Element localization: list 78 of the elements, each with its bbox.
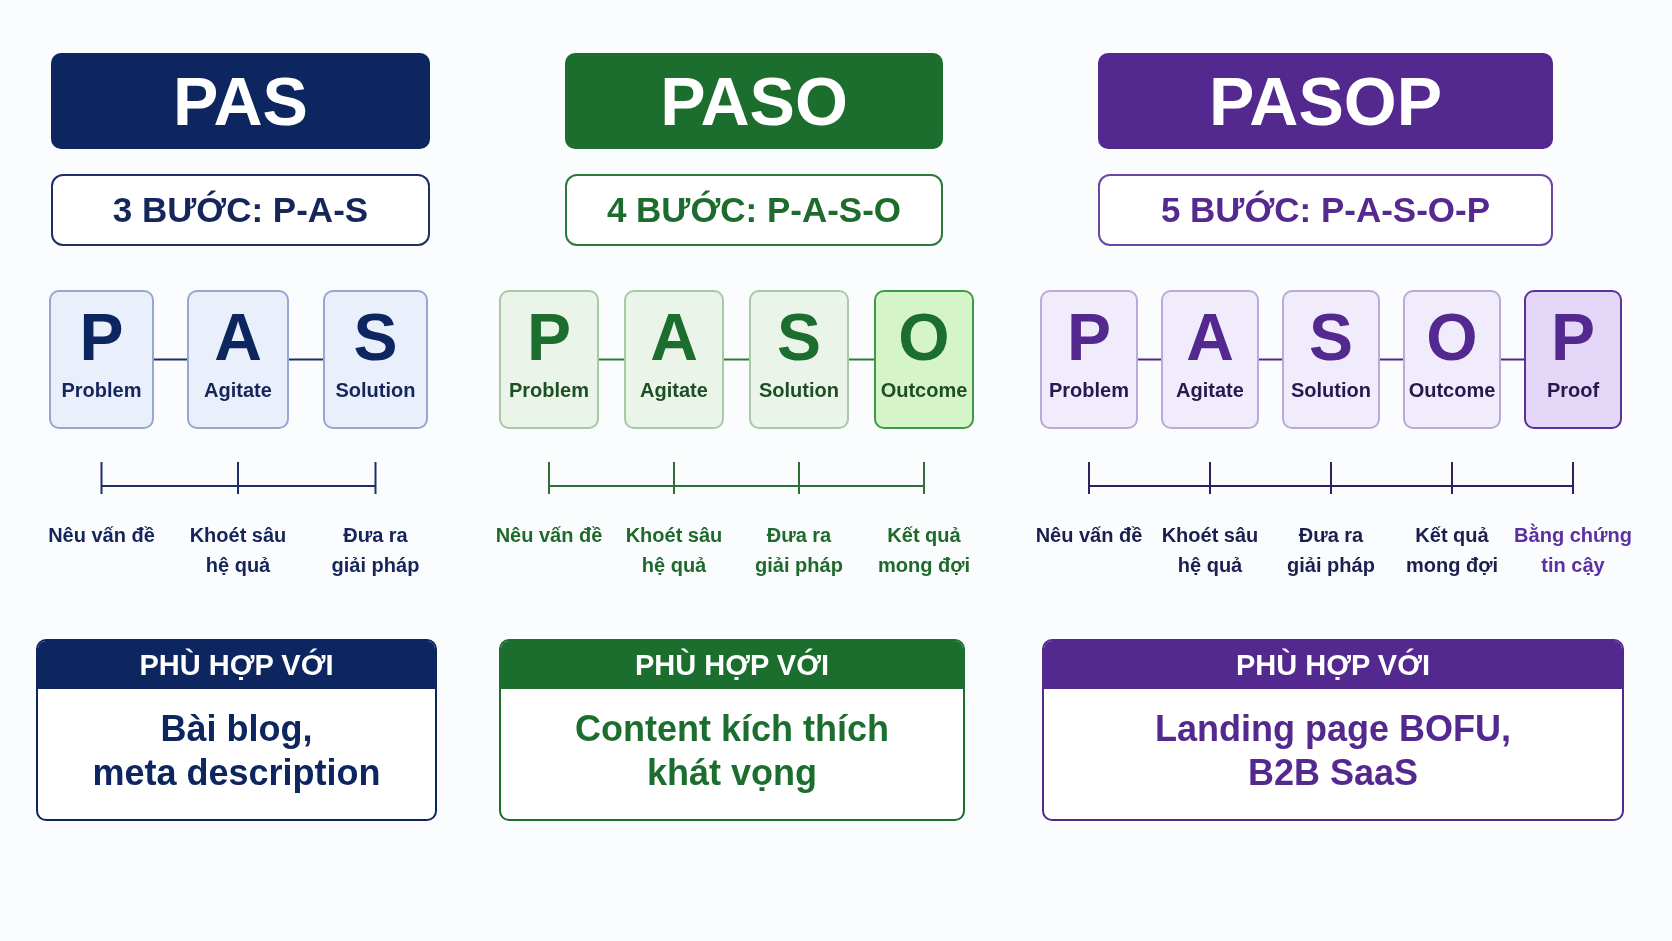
step-description: Khoét sâu hệ quả — [624, 523, 724, 578]
step-card — [624, 290, 724, 429]
step-name: Outcome — [880, 378, 968, 402]
step-letter: P — [527, 304, 571, 370]
step-card — [187, 290, 289, 429]
step-letter: A — [214, 304, 262, 370]
title-banner — [565, 53, 943, 149]
card-header: PHÙ HỢP VỚI — [38, 641, 435, 689]
step-description: Đưa ra giải pháp — [1286, 523, 1376, 578]
framework-title: PAS — [173, 67, 308, 135]
step-name: Agitate — [1176, 378, 1244, 402]
step-card — [499, 290, 599, 429]
use-case-card — [36, 639, 437, 821]
framework-title: PASOP — [1209, 67, 1442, 135]
step-letter: A — [1186, 304, 1234, 370]
step-card — [1161, 290, 1259, 429]
step-name: Solution — [759, 378, 839, 402]
step-letter: P — [79, 304, 124, 370]
framework-title: PASO — [660, 67, 848, 135]
step-letter: S — [353, 304, 398, 370]
use-case-text: Bài blog, meta description — [92, 707, 381, 795]
use-case-card — [499, 639, 965, 821]
connector-line — [153, 358, 188, 361]
step-description: Kết quả mong đợi — [877, 523, 971, 578]
card-header: PHÙ HỢP VỚI — [1044, 641, 1622, 689]
step-name: Agitate — [640, 378, 708, 402]
step-description: Khoét sâu hệ quả — [188, 523, 288, 578]
card-header: PHÙ HỢP VỚI — [501, 641, 963, 689]
step-count-text: 4 BƯỚC: P-A-S-O — [606, 190, 902, 230]
connector-line — [1137, 358, 1162, 361]
connector-line — [848, 358, 875, 361]
step-card — [749, 290, 849, 429]
use-case-card — [1042, 639, 1624, 821]
connector-line — [1500, 358, 1525, 361]
step-card — [49, 290, 154, 429]
step-letter: P — [1067, 304, 1111, 370]
step-letter: O — [1426, 304, 1478, 370]
step-name: Outcome — [1408, 378, 1496, 402]
step-description: Đưa ra giải pháp — [330, 523, 421, 578]
step-count-text: 5 BƯỚC: P-A-S-O-P — [1160, 190, 1491, 230]
step-count-box — [51, 174, 430, 246]
step-description: Nêu vấn đề — [1034, 523, 1144, 548]
title-banner — [51, 53, 430, 149]
step-letter: A — [650, 304, 698, 370]
connector-line — [598, 358, 625, 361]
step-description: Nêu vấn đề — [494, 523, 604, 548]
step-card — [1282, 290, 1380, 429]
step-description: Nêu vấn đề — [47, 523, 156, 548]
step-letter: S — [1309, 304, 1353, 370]
step-name: Solution — [335, 378, 416, 402]
connector-line — [288, 358, 324, 361]
use-case-text: Landing page BOFU, B2B SaaS — [1155, 707, 1511, 795]
step-letter: P — [1551, 304, 1595, 370]
step-card — [1040, 290, 1138, 429]
connector-line — [1379, 358, 1404, 361]
step-card — [1403, 290, 1501, 429]
step-name: Problem — [1049, 378, 1129, 402]
step-count-text: 3 BƯỚC: P-A-S — [112, 190, 369, 230]
step-name: Solution — [1291, 378, 1371, 402]
step-description: Khoét sâu hệ quả — [1160, 523, 1260, 578]
step-description: Bằng chứng tin cậy — [1513, 522, 1633, 578]
step-name: Proof — [1546, 378, 1600, 402]
step-letter: S — [777, 304, 821, 370]
use-case-text: Content kích thích khát vọng — [574, 707, 890, 795]
step-name: Problem — [61, 378, 142, 402]
step-name: Agitate — [204, 378, 272, 402]
step-name: Problem — [509, 378, 589, 402]
step-letter: O — [898, 304, 950, 370]
step-card — [323, 290, 428, 429]
step-count-box — [565, 174, 943, 246]
title-banner — [1098, 53, 1553, 149]
connector-line — [723, 358, 750, 361]
step-count-box — [1098, 174, 1553, 246]
step-card — [874, 290, 974, 429]
step-card — [1524, 290, 1622, 429]
connector-line — [1258, 358, 1283, 361]
step-description: Kết quả mong đợi — [1405, 523, 1499, 578]
step-description: Đưa ra giải pháp — [754, 523, 844, 578]
